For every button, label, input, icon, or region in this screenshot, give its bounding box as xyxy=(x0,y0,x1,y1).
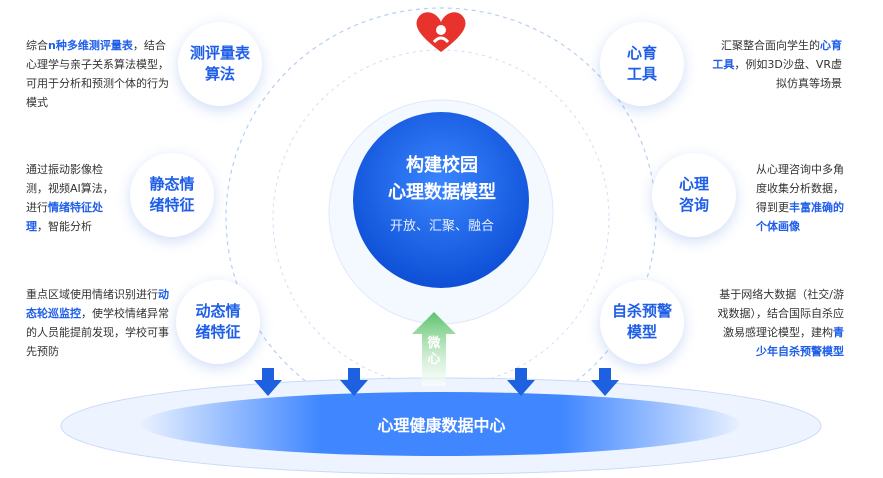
desc-text: ，使学校情绪异常的人员能提前发现，学校可事先预防 xyxy=(26,307,169,358)
node-label-line1: 动态情 xyxy=(195,302,241,320)
node-label-line2: 模型 xyxy=(626,323,657,341)
desc-highlight: 情绪特征处理 xyxy=(26,201,103,233)
node-label-line2: 工具 xyxy=(626,65,657,83)
core-title: 构建校园 心理数据模型 xyxy=(356,152,528,206)
desc-highlight: n种多维测评量表 xyxy=(48,39,133,52)
desc-highlight: 动态轮巡监控 xyxy=(26,288,169,320)
desc-text: ，智能分析 xyxy=(37,220,92,233)
node-label-line1: 心理 xyxy=(678,175,709,193)
desc-suicide-warning: 基于网络大数据（社交/游戏数据），结合国际自杀应激易感理论模型，建构青少年自杀预… xyxy=(714,285,845,361)
arrow-down-icon xyxy=(507,368,535,396)
base-label: 心理健康数据中心 xyxy=(377,416,506,435)
desc-highlight: 丰富准确的个体画像 xyxy=(756,201,844,233)
node-label-line1: 静态情 xyxy=(149,175,195,193)
node-label-line1: 自杀预警 xyxy=(611,302,672,320)
node-counseling: 心理咨询 xyxy=(652,153,736,237)
core-title-line2: 心理数据模型 xyxy=(388,182,496,203)
node-psych-tools: 心育工具 xyxy=(600,22,684,106)
base-platform xyxy=(141,392,741,456)
outer-orbit-ring xyxy=(225,7,657,429)
node-label-line2: 咨询 xyxy=(678,196,709,214)
desc-psych-tools: 汇聚整合面向学生的心育工具，例如3D沙盘、VR虚拟仿真等场景 xyxy=(712,36,842,93)
desc-text: 基于网络大数据（社交/游戏数据），结合国际自杀应激易感理论模型，建构 xyxy=(717,288,845,339)
desc-highlight: 心育工具 xyxy=(712,39,842,71)
up-arrow-label: 微心 xyxy=(427,336,441,367)
node-label-line2: 绪特征 xyxy=(149,196,195,214)
desc-highlight: 青少年自杀预警模型 xyxy=(756,326,844,358)
node-dynamic-emotion: 动态情绪特征 xyxy=(176,280,260,364)
desc-dynamic-emotion: 重点区域使用情绪识别进行动态轮巡监控，使学校情绪异常的人员能提前发现，学校可事先… xyxy=(26,285,170,361)
arrow-up-icon xyxy=(412,312,456,386)
desc-text: ，例如3D沙盘、VR虚拟仿真等场景 xyxy=(734,58,842,90)
arrow-down-icon xyxy=(254,368,282,396)
arrow-down-icon xyxy=(591,368,619,396)
core-circle xyxy=(353,112,529,288)
node-assessment-algorithm: 测评量表算法 xyxy=(178,22,262,106)
core-subtitle: 开放、汇聚、融合 xyxy=(389,219,494,234)
desc-text: 从心理咨询中多角度收集分析数据，得到更 xyxy=(756,163,844,214)
heart-logo-icon xyxy=(416,12,466,53)
desc-text: 通过振动影像检测，视频AI算法，进行 xyxy=(26,163,114,214)
arrow-down-icon xyxy=(340,368,368,396)
desc-text: 汇聚整合面向学生的 xyxy=(721,39,820,52)
core-title-line1: 构建校园 xyxy=(406,155,478,176)
desc-assessment-algorithm: 综合n种多维测评量表，结合心理学与亲子关系算法模型，可用于分析和预测个体的行为模… xyxy=(26,36,170,112)
node-label-line2: 算法 xyxy=(204,65,235,83)
desc-static-emotion: 通过振动影像检测，视频AI算法，进行情绪特征处理，智能分析 xyxy=(26,160,122,236)
node-label-line2: 绪特征 xyxy=(195,323,241,341)
node-label-line1: 心育 xyxy=(626,44,657,62)
desc-text: 综合 xyxy=(26,39,48,52)
desc-text: ，结合心理学与亲子关系算法模型，可用于分析和预测个体的行为模式 xyxy=(26,39,169,109)
desc-counseling: 从心理咨询中多角度收集分析数据，得到更丰富准确的个体画像 xyxy=(756,160,852,236)
desc-text: 重点区域使用情绪识别进行 xyxy=(26,288,158,301)
node-label-line1: 测评量表 xyxy=(189,44,250,62)
node-suicide-warning: 自杀预警模型 xyxy=(600,280,684,364)
node-static-emotion: 静态情绪特征 xyxy=(130,153,214,237)
